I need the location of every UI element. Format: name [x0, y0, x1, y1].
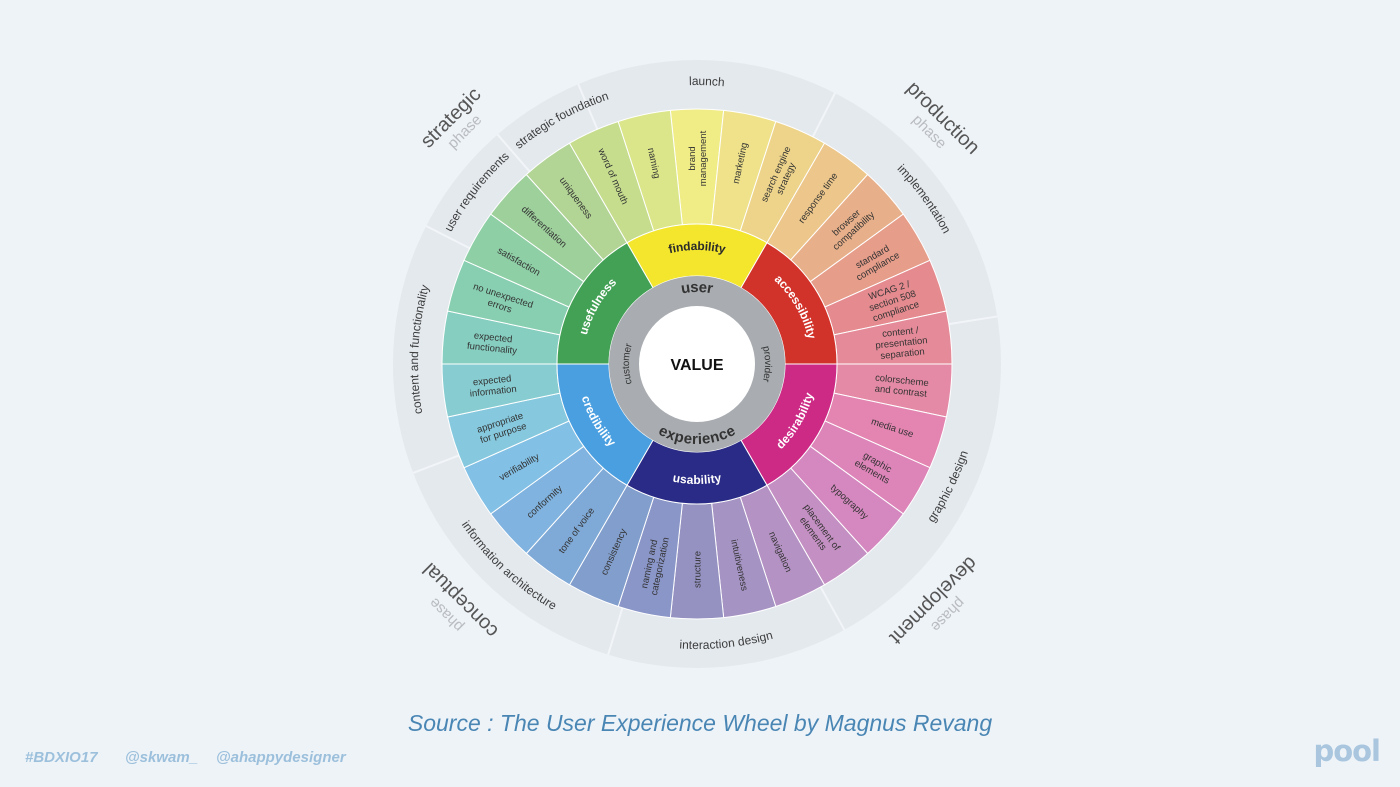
- discipline-divider: [496, 133, 531, 173]
- factor-label: brandmanagement: [687, 130, 709, 186]
- factor-label: expectedfunctionality: [466, 330, 518, 357]
- twitter-handle-1: @skwam_: [125, 749, 199, 766]
- factor-label: expectedinformation: [468, 373, 517, 400]
- source-caption: Source : The User Experience Wheel by Ma…: [407, 710, 993, 736]
- quality-label: usability: [672, 471, 723, 487]
- ring-label-user: user: [680, 279, 715, 298]
- discipline-divider: [607, 607, 624, 656]
- hashtag-label: #BDXIO17: [25, 749, 98, 766]
- discipline-divider: [819, 586, 846, 631]
- discipline-label: launch: [689, 74, 725, 89]
- discipline-divider: [577, 83, 599, 130]
- discipline-divider: [948, 315, 998, 326]
- discipline-divider: [811, 92, 836, 138]
- value-center: [639, 306, 755, 422]
- discipline-divider: [425, 225, 471, 250]
- pool-logo: pool: [1313, 734, 1381, 768]
- customer-label: customer: [621, 342, 635, 386]
- factor-label: content /presentationseparation: [874, 324, 929, 362]
- provider-label: provider: [760, 345, 773, 384]
- factor-label: structure: [692, 551, 703, 588]
- twitter-handle-2: @ahappydesigner: [216, 749, 346, 766]
- factor-label: colorschemeand contrast: [873, 373, 929, 400]
- discipline-divider: [412, 454, 460, 474]
- value-label: VALUE: [670, 357, 723, 374]
- quality-label: findability: [667, 239, 727, 256]
